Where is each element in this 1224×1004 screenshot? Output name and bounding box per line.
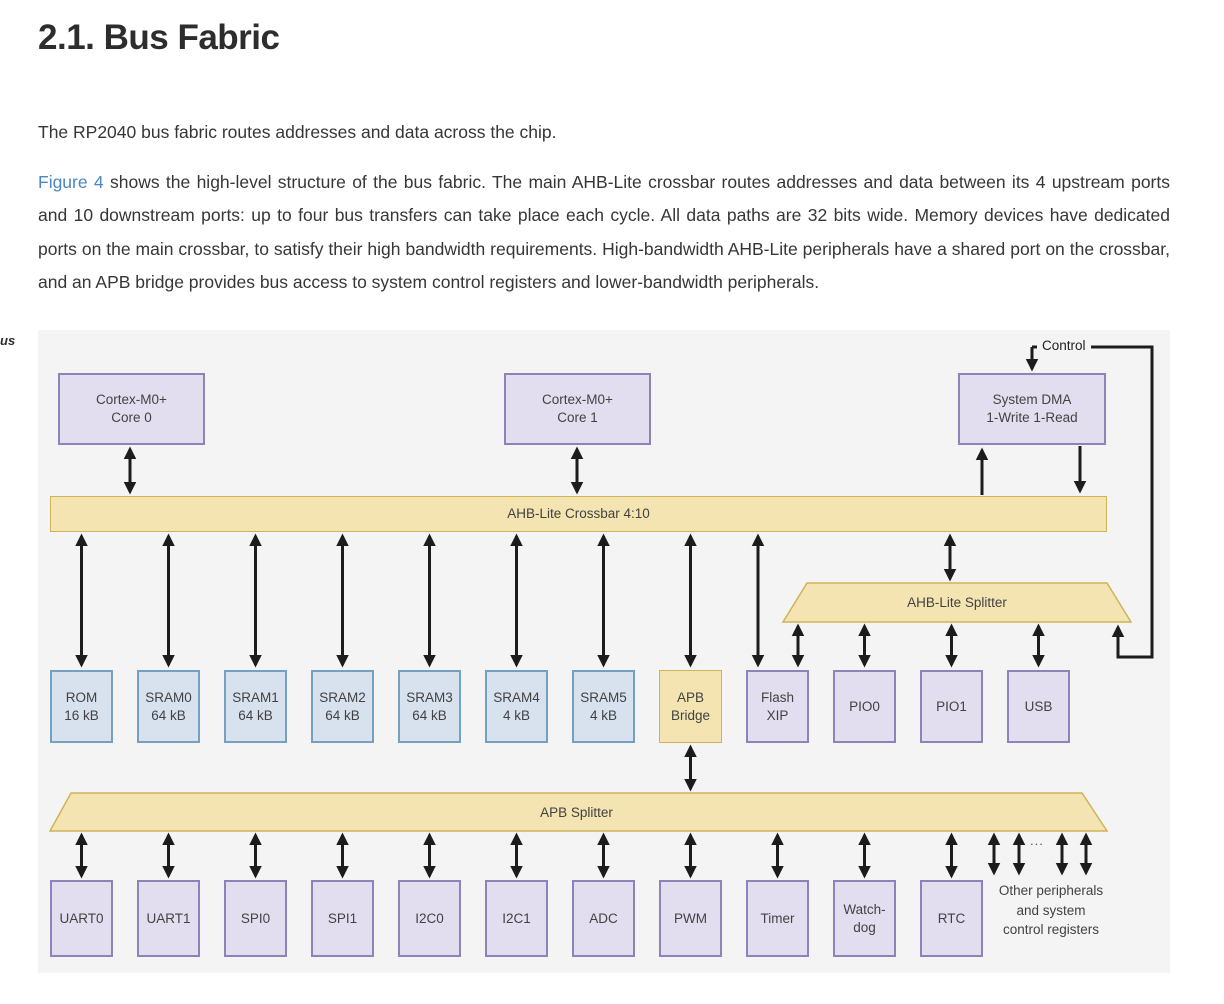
control-label: Control <box>1037 338 1091 353</box>
body-paragraph: Figure 4 shows the high-level structure … <box>38 166 1170 300</box>
box-label: ROM 16 kB <box>64 689 99 723</box>
box-sram1: SRAM1 64 kB <box>224 670 287 743</box>
box-cortex-m0-core0: Cortex-M0+ Core 0 <box>58 373 205 445</box>
box-usb: USB <box>1007 670 1070 743</box>
box-label: SRAM5 4 kB <box>580 689 627 723</box>
box-watchdog: Watch- dog <box>833 880 896 957</box>
box-label: I2C0 <box>415 910 444 926</box>
box-label: Cortex-M0+ Core 0 <box>96 392 167 425</box>
box-i2c1: I2C1 <box>485 880 548 957</box>
figure-margin-caption-fragment: us <box>0 333 16 348</box>
box-label: SRAM4 4 kB <box>493 689 540 723</box>
box-label: SPI1 <box>327 910 358 926</box>
box-label: Cortex-M0+ Core 1 <box>542 392 613 425</box>
box-label: Watch- dog <box>843 901 886 935</box>
box-label: Flash XIP <box>760 689 794 723</box>
box-rtc: RTC <box>920 880 983 957</box>
box-label: SRAM1 64 kB <box>232 689 279 723</box>
box-label: SRAM0 64 kB <box>145 689 192 723</box>
page-title: 2.1. Bus Fabric <box>38 18 280 57</box>
box-sram2: SRAM2 64 kB <box>311 670 374 743</box>
intro-paragraph: The RP2040 bus fabric routes addresses a… <box>38 121 557 142</box>
box-rom: ROM 16 kB <box>50 670 113 743</box>
box-pio0: PIO0 <box>833 670 896 743</box>
box-label: PIO1 <box>936 698 967 714</box>
diagram-connectors <box>48 345 1154 879</box>
box-label: USB <box>1024 698 1053 714</box>
box-uart1: UART1 <box>137 880 200 957</box>
box-i2c0: I2C0 <box>398 880 461 957</box>
box-label: SPI0 <box>240 910 271 926</box>
box-flash-xip: Flash XIP <box>746 670 809 743</box>
box-spi1: SPI1 <box>311 880 374 957</box>
box-label: PWM <box>674 910 707 926</box>
box-pio1: PIO1 <box>920 670 983 743</box>
box-sram4: SRAM4 4 kB <box>485 670 548 743</box>
figure-4-link[interactable]: Figure 4 <box>38 171 104 192</box>
box-pwm: PWM <box>659 880 722 957</box>
box-sram3: SRAM3 64 kB <box>398 670 461 743</box>
apb-downstream-arrows <box>75 832 1093 879</box>
control-path <box>1025 345 1154 659</box>
box-uart0: UART0 <box>50 880 113 957</box>
upstream-port-arrows <box>123 446 1087 495</box>
ahb-splitter-downstream-arrows <box>791 623 1045 668</box>
box-label: ADC <box>589 910 618 926</box>
box-label: I2C1 <box>502 910 531 926</box>
box-label: System DMA 1-Write 1-Read <box>986 392 1078 425</box>
box-label: PIO0 <box>849 698 880 714</box>
box-label: UART1 <box>146 910 191 926</box>
box-label: APB Bridge <box>670 689 711 723</box>
box-label: AHB-Lite Crossbar 4:10 <box>507 506 650 521</box>
body-paragraph-text: shows the high-level structure of the bu… <box>38 171 1170 293</box>
box-apb-bridge: APB Bridge <box>659 670 722 743</box>
box-ahb-lite-crossbar: AHB-Lite Crossbar 4:10 <box>50 496 1107 532</box>
box-label: Timer <box>760 910 795 926</box>
apb-splitter-shape <box>48 792 1109 832</box>
box-label: RTC <box>937 910 966 926</box>
ahb-lite-splitter-shape <box>781 582 1133 623</box>
box-label: SRAM3 64 kB <box>406 689 453 723</box>
crossbar-downstream-arrows <box>75 533 765 668</box>
bus-fabric-figure: Control Cortex-M0+ Core 0 Cortex-M0+ Cor… <box>38 330 1170 973</box>
box-sram5: SRAM5 4 kB <box>572 670 635 743</box>
box-sram0: SRAM0 64 kB <box>137 670 200 743</box>
box-spi0: SPI0 <box>224 880 287 957</box>
box-timer: Timer <box>746 880 809 957</box>
box-label: UART0 <box>59 910 104 926</box>
ellipsis: ... <box>1030 833 1044 848</box>
box-cortex-m0-core1: Cortex-M0+ Core 1 <box>504 373 651 445</box>
box-adc: ADC <box>572 880 635 957</box>
other-peripherals-note: Other peripherals and system control reg… <box>998 883 1104 937</box>
box-system-dma: System DMA 1-Write 1-Read <box>958 373 1106 445</box>
box-label: SRAM2 64 kB <box>319 689 366 723</box>
